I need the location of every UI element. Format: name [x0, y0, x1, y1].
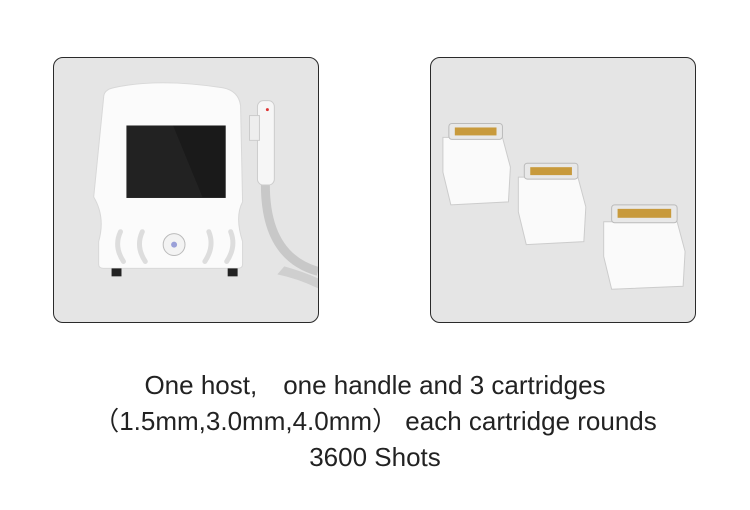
cartridges-image-panel — [430, 57, 696, 323]
cable — [277, 266, 318, 289]
foot — [111, 268, 122, 277]
caption-line-2: （1.5mm,3.0mm,4.0mm） each cartridge round… — [93, 406, 657, 436]
handle-cable — [260, 182, 318, 276]
handpiece — [256, 100, 275, 186]
caption-line-3: 3600 Shots — [309, 442, 441, 472]
cartridge-1-5mm — [442, 123, 511, 206]
foot — [227, 268, 238, 277]
cartridges-illustration — [442, 123, 686, 290]
cartridge-4-0mm — [603, 204, 686, 290]
host-device-image-panel — [53, 57, 319, 323]
cartridge-3-0mm — [517, 162, 587, 246]
caption-line-1: One host, one handle and 3 cartridges — [144, 370, 606, 400]
host-device-illustration — [93, 82, 318, 289]
